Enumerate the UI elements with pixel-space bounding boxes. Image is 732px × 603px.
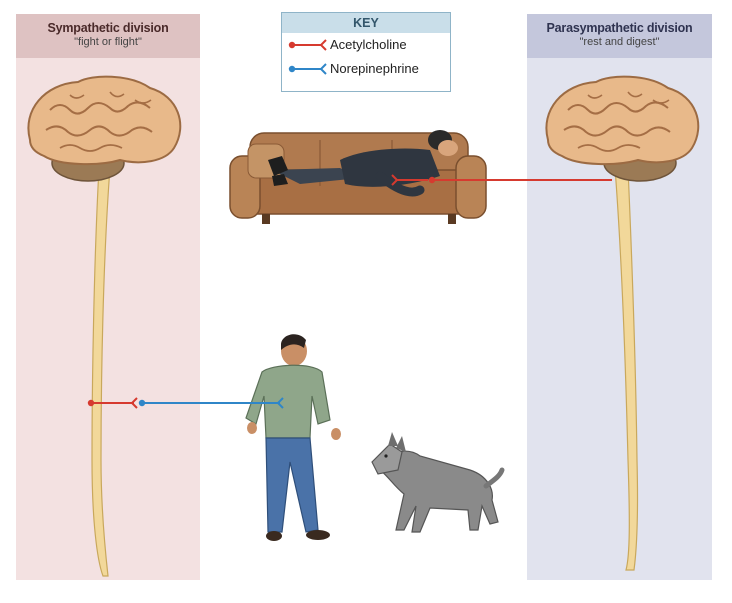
sleeping-person-icon xyxy=(268,130,458,197)
parasympathetic-title: Parasympathetic division xyxy=(546,21,693,35)
acetylcholine-line-icon xyxy=(288,39,327,51)
acetylcholine-synapse xyxy=(428,176,436,184)
right-brain-icon xyxy=(545,75,700,182)
norepinephrine-line-icon xyxy=(288,63,327,75)
parasympathetic-subtitle: "rest and digest" xyxy=(579,36,660,48)
left-brain-icon xyxy=(27,75,182,182)
left-spinal-cord xyxy=(91,167,111,577)
right-spinal-cord xyxy=(614,167,639,571)
sympathetic-header: Sympathetic division "fight or flight" xyxy=(16,14,200,58)
acetylcholine-label: Acetylcholine xyxy=(330,37,407,52)
sympathetic-title: Sympathetic division xyxy=(47,21,169,35)
standing-man-icon xyxy=(245,334,341,541)
key-title: KEY xyxy=(282,13,450,33)
key-legend: KEY Acetylcholine Norepinephrine xyxy=(281,12,451,92)
parasympathetic-header: Parasympathetic division "rest and diges… xyxy=(527,14,712,58)
parasympathetic-pathway xyxy=(391,174,612,186)
key-item-norepinephrine: Norepinephrine xyxy=(282,57,450,81)
dog-icon xyxy=(371,432,505,533)
sympathetic-subtitle: "fight or flight" xyxy=(74,36,142,48)
sympathetic-pathway xyxy=(87,397,284,409)
key-item-acetylcholine: Acetylcholine xyxy=(282,33,450,57)
norepinephrine-label: Norepinephrine xyxy=(330,61,419,76)
